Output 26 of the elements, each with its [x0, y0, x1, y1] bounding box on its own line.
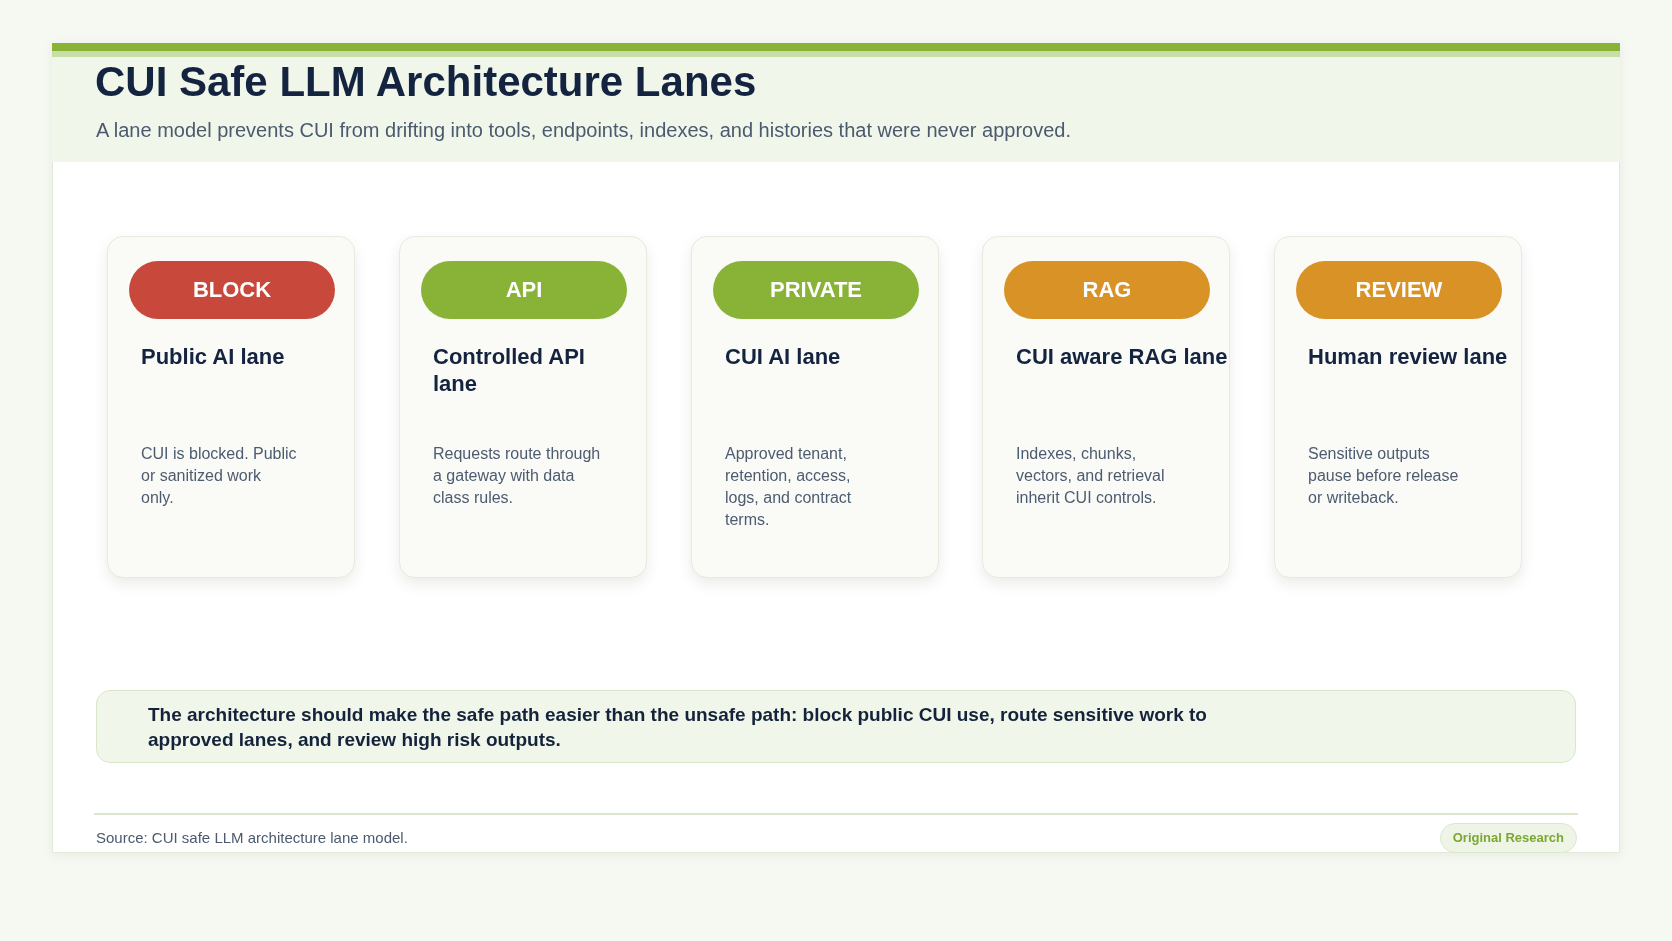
lane-tag: PRIVATE [713, 261, 919, 319]
lane-description: Sensitive outputs pause before release or writeback. [1308, 444, 1460, 508]
lane-tag: REVIEW [1296, 261, 1502, 319]
lane-description: CUI is blocked. Public or sanitized work only. [141, 444, 298, 508]
summary-panel [96, 690, 1576, 763]
summary-text: The architecture should make the safe path easier than the unsafe path: block public CUI use, route sensitive work to approved lanes, and review high risk outputs. [148, 703, 1208, 752]
research-tag: Original Research [1439, 823, 1577, 853]
lane-title: Public AI lane [141, 343, 286, 370]
page-subtitle: A lane model prevents CUI from drifting into tools, endpoints, indexes, and histories that were never approved. [96, 119, 1071, 142]
page-title: CUI Safe LLM Architecture Lanes [95, 58, 757, 106]
lane-tag: RAG [1004, 261, 1210, 319]
source-note: Source: CUI safe LLM architecture lane model. [96, 829, 408, 847]
lane-tag: API [421, 261, 627, 319]
lane-description: Indexes, chunks, vectors, and retrieval inherit CUI controls. [1016, 444, 1166, 508]
lane-card [399, 236, 647, 578]
lane-title: Human review lane [1308, 343, 1509, 370]
lane-title: CUI AI lane [725, 343, 842, 370]
lane-card [1274, 236, 1522, 578]
lane-card [691, 236, 939, 578]
lane-tag: BLOCK [129, 261, 335, 319]
lane-card [107, 236, 355, 578]
lane-title: CUI aware RAG lane [1016, 343, 1229, 370]
lane-title: Controlled API lane [433, 343, 586, 397]
lane-card [982, 236, 1230, 578]
lane-description: Approved tenant, retention, access, logs, and contract terms. [725, 444, 853, 530]
lane-description: Requests route through a gateway with data class rules. [433, 444, 602, 508]
